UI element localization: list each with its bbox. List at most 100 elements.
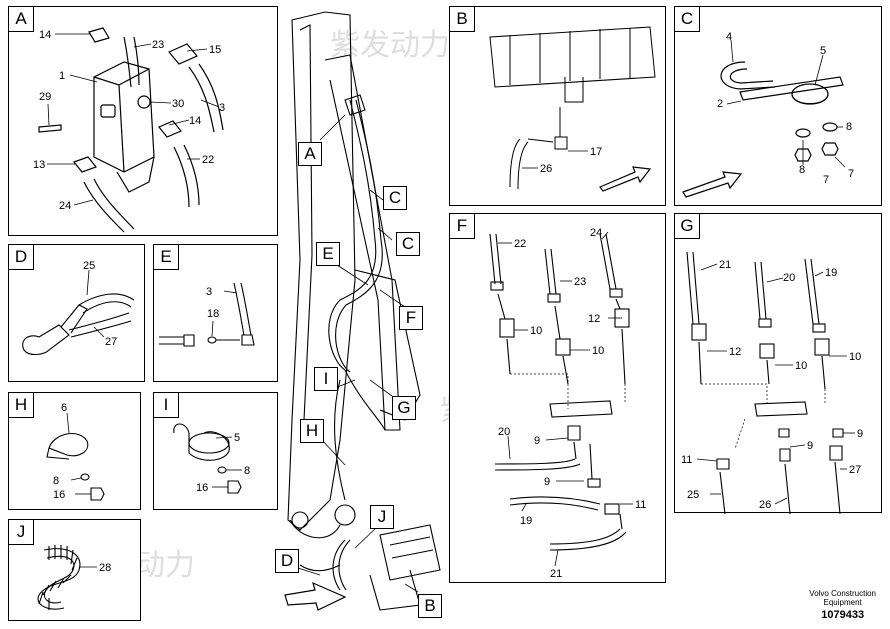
callout-a: A	[298, 142, 322, 166]
part-number: 10	[849, 351, 861, 363]
part-number: 11	[635, 499, 646, 511]
part-number: 7	[848, 168, 854, 180]
part-number: 21	[550, 568, 562, 580]
panel-j-tag: J	[9, 520, 34, 545]
panel-h-drawing: 6 8 16	[46, 402, 105, 501]
panel-b-tag: B	[450, 7, 475, 32]
part-number: 12	[729, 346, 741, 358]
part-number: 17	[590, 146, 602, 158]
panel-d-tag: D	[9, 245, 34, 270]
part-number: 24	[59, 200, 71, 212]
watermark-cn: 紫发动力	[330, 29, 450, 62]
panel-f: F	[449, 213, 666, 583]
part-number: 26	[540, 163, 552, 175]
callout-f: F	[399, 306, 423, 330]
part-number: 9	[807, 440, 813, 452]
part-number: 8	[53, 475, 59, 487]
watermark: 紫发动力	[330, 20, 450, 64]
panel-j-drawing: 28	[37, 545, 111, 610]
panel-c-drawing: 4 5 2 8 8 7 7	[682, 31, 854, 198]
part-number: 25	[687, 489, 699, 501]
part-number: 4	[726, 31, 732, 43]
part-number: 18	[207, 308, 219, 320]
panel-c-tag: C	[675, 7, 700, 32]
callout-g: G	[392, 396, 416, 420]
panel-h-tag: H	[9, 393, 34, 418]
panel-g: G 21 20 19 12 10 10 9 11 9 27 25 26	[674, 213, 882, 515]
panel-e: E 3 18	[153, 244, 278, 382]
callout-h: H	[300, 419, 324, 443]
part-number: 8	[799, 164, 805, 176]
part-number-label: 1079433	[821, 609, 865, 621]
callout-c: C	[383, 186, 407, 210]
direction-arrow-icon	[599, 166, 652, 192]
panel-g-tag: G	[675, 214, 700, 239]
part-number: 19	[825, 267, 837, 279]
footer-line1: Volvo Construction	[809, 589, 876, 598]
panel-e-tag: E	[154, 245, 179, 270]
part-number: 19	[520, 515, 532, 527]
footer-line2: Equipment	[823, 598, 862, 607]
callout-b: B	[418, 594, 442, 618]
part-number: 6	[61, 402, 67, 414]
part-number: 24	[590, 227, 602, 239]
callout-e: E	[316, 242, 340, 266]
part-number: 2	[717, 98, 723, 110]
direction-arrow-icon	[682, 171, 743, 198]
part-number: 22	[202, 154, 214, 166]
part-number: 9	[544, 476, 550, 488]
callout-c: C	[396, 232, 420, 256]
callout-d: D	[275, 549, 299, 573]
part-number: 27	[105, 336, 117, 348]
part-number: 5	[234, 432, 240, 444]
part-number: 9	[534, 435, 540, 447]
panel-j: J 28	[8, 519, 141, 621]
panel-a: A 14 23 15 1 29	[8, 6, 278, 236]
part-number: 12	[588, 313, 600, 325]
part-number: 9	[857, 428, 863, 440]
part-number: 8	[846, 121, 852, 133]
part-number: 10	[795, 360, 807, 372]
part-number: 21	[719, 259, 731, 271]
panel-e-drawing: 3 18	[159, 282, 255, 347]
part-number: 10	[592, 345, 604, 357]
part-number: 25	[83, 260, 95, 272]
part-number: 16	[53, 489, 65, 501]
part-number: 16	[196, 482, 208, 494]
panel-a-drawing: 14 23 15 1 29 30 3 14 13 22 24	[33, 27, 225, 233]
panel-f-drawing: 22 24 23 12 10 10 20 9 9 19 11 21	[489, 227, 646, 580]
part-number: 1	[59, 70, 65, 82]
part-number: 23	[574, 276, 586, 288]
part-number: 11	[681, 454, 692, 466]
part-number: 30	[172, 98, 184, 110]
part-number: 14	[39, 29, 51, 41]
part-number: 22	[514, 238, 526, 250]
panel-i-tag: I	[154, 393, 179, 418]
callout-j: J	[370, 505, 394, 529]
part-number: 3	[219, 102, 225, 114]
part-number: 3	[206, 286, 212, 298]
panel-b-drawing: 17 26	[489, 26, 656, 192]
part-number: 26	[759, 499, 771, 511]
direction-arrow-icon	[284, 581, 347, 611]
panel-f-tag: F	[450, 214, 475, 239]
part-number: 5	[820, 45, 826, 57]
panel-g-drawing: 21 20 19 12 10 10 9 11 9 27 25 26	[681, 251, 863, 515]
part-number: 20	[498, 426, 510, 438]
panel-i-drawing: 5 8 16	[173, 423, 250, 494]
part-number: 29	[39, 91, 51, 103]
panel-i: I 5 8 16	[153, 392, 278, 510]
callout-i: I	[314, 367, 338, 391]
part-number: 20	[783, 272, 795, 284]
panel-d-drawing: 25 27	[22, 260, 135, 356]
part-number: 14	[189, 115, 201, 127]
part-number: 13	[33, 159, 45, 171]
panel-b: B 17 26	[449, 6, 666, 206]
part-number: 7	[823, 174, 829, 186]
part-number: 10	[530, 325, 542, 337]
panel-d: D 25 27	[8, 244, 145, 382]
panel-h: H 6 8 16	[8, 392, 141, 510]
part-number: 28	[99, 562, 111, 574]
footer: Volvo Construction Equipment 1079433	[809, 589, 876, 621]
part-number: 15	[209, 44, 221, 56]
